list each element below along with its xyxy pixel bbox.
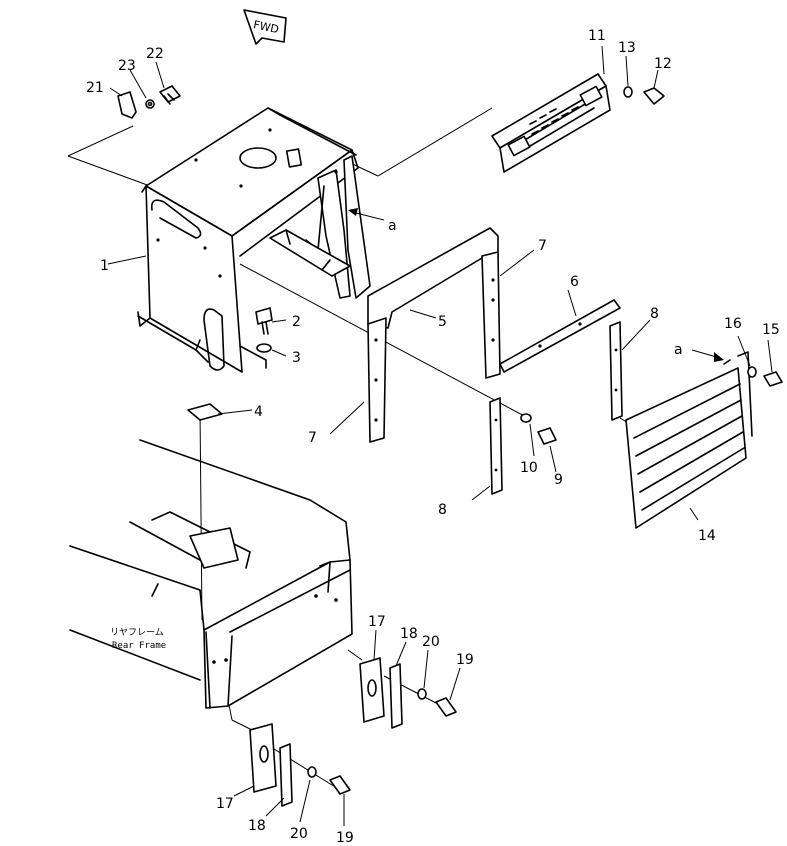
main-guard-frame	[137, 107, 371, 373]
label-ref-a-upper: a	[388, 218, 397, 234]
bolt-washer-15-16	[747, 366, 783, 387]
label-part-11: 11	[588, 28, 606, 44]
label-part-20-upper: 20	[422, 634, 440, 650]
label-part-1: 1	[100, 258, 109, 274]
label-part-14: 14	[698, 528, 716, 544]
plate-group-lower	[249, 723, 351, 807]
label-leaders	[107, 45, 773, 826]
label-part-21: 21	[86, 80, 104, 96]
strip-8-lower	[489, 397, 503, 495]
label-part-20-lower: 20	[290, 826, 308, 842]
label-part-18-lower: 18	[248, 818, 266, 834]
ref-arrow-a-lower	[691, 349, 724, 362]
bracket-4	[187, 403, 223, 421]
label-part-15: 15	[762, 322, 780, 338]
label-part-8-lower: 8	[438, 502, 447, 518]
clip-bolt-group	[117, 85, 181, 119]
label-part-17-lower: 17	[216, 796, 234, 812]
rear-frame: リヤフレーム Rear Frame	[69, 439, 353, 709]
strip-8-upper	[609, 321, 623, 421]
bolt-washer-2-3	[255, 307, 273, 353]
side-grille-14	[625, 351, 753, 529]
label-part-12: 12	[654, 56, 672, 72]
label-part-2: 2	[292, 314, 301, 330]
label-part-18-upper: 18	[400, 626, 418, 642]
label-part-9: 9	[554, 472, 563, 488]
frame-label-jp: リヤフレーム	[110, 627, 164, 638]
label-part-8-upper: 8	[650, 306, 659, 322]
ref-arrow-a-upper	[348, 208, 385, 221]
label-part-19-lower: 19	[336, 830, 354, 846]
bolt-washer-9-10	[520, 413, 557, 445]
label-part-3: 3	[292, 350, 301, 366]
label-part-7-lower: 7	[308, 430, 317, 446]
side-cover-5	[367, 227, 501, 443]
bolt-washer-12-13	[623, 86, 665, 105]
label-part-13: 13	[618, 40, 636, 56]
label-part-22: 22	[146, 46, 164, 62]
strip-6	[499, 299, 621, 373]
label-part-23: 23	[118, 58, 136, 74]
fwd-text: FWD	[252, 18, 280, 36]
label-ref-a-lower: a	[674, 342, 683, 358]
plate-group-upper	[359, 657, 457, 729]
label-part-4: 4	[254, 404, 263, 420]
label-part-19-upper: 19	[456, 652, 474, 668]
label-part-6: 6	[570, 274, 579, 290]
label-part-16: 16	[724, 316, 742, 332]
part-labels: 1 2 3 4 5 6 7 7 8 8 9 10 11 12 13 14 15 …	[86, 28, 780, 846]
fwd-arrow: FWD	[243, 9, 287, 45]
label-part-5: 5	[438, 314, 447, 330]
label-part-17-upper: 17	[368, 614, 386, 630]
label-part-7-upper: 7	[538, 238, 547, 254]
label-part-10: 10	[520, 460, 538, 476]
frame-label-en: Rear Frame	[112, 641, 166, 651]
top-grille	[491, 73, 611, 173]
